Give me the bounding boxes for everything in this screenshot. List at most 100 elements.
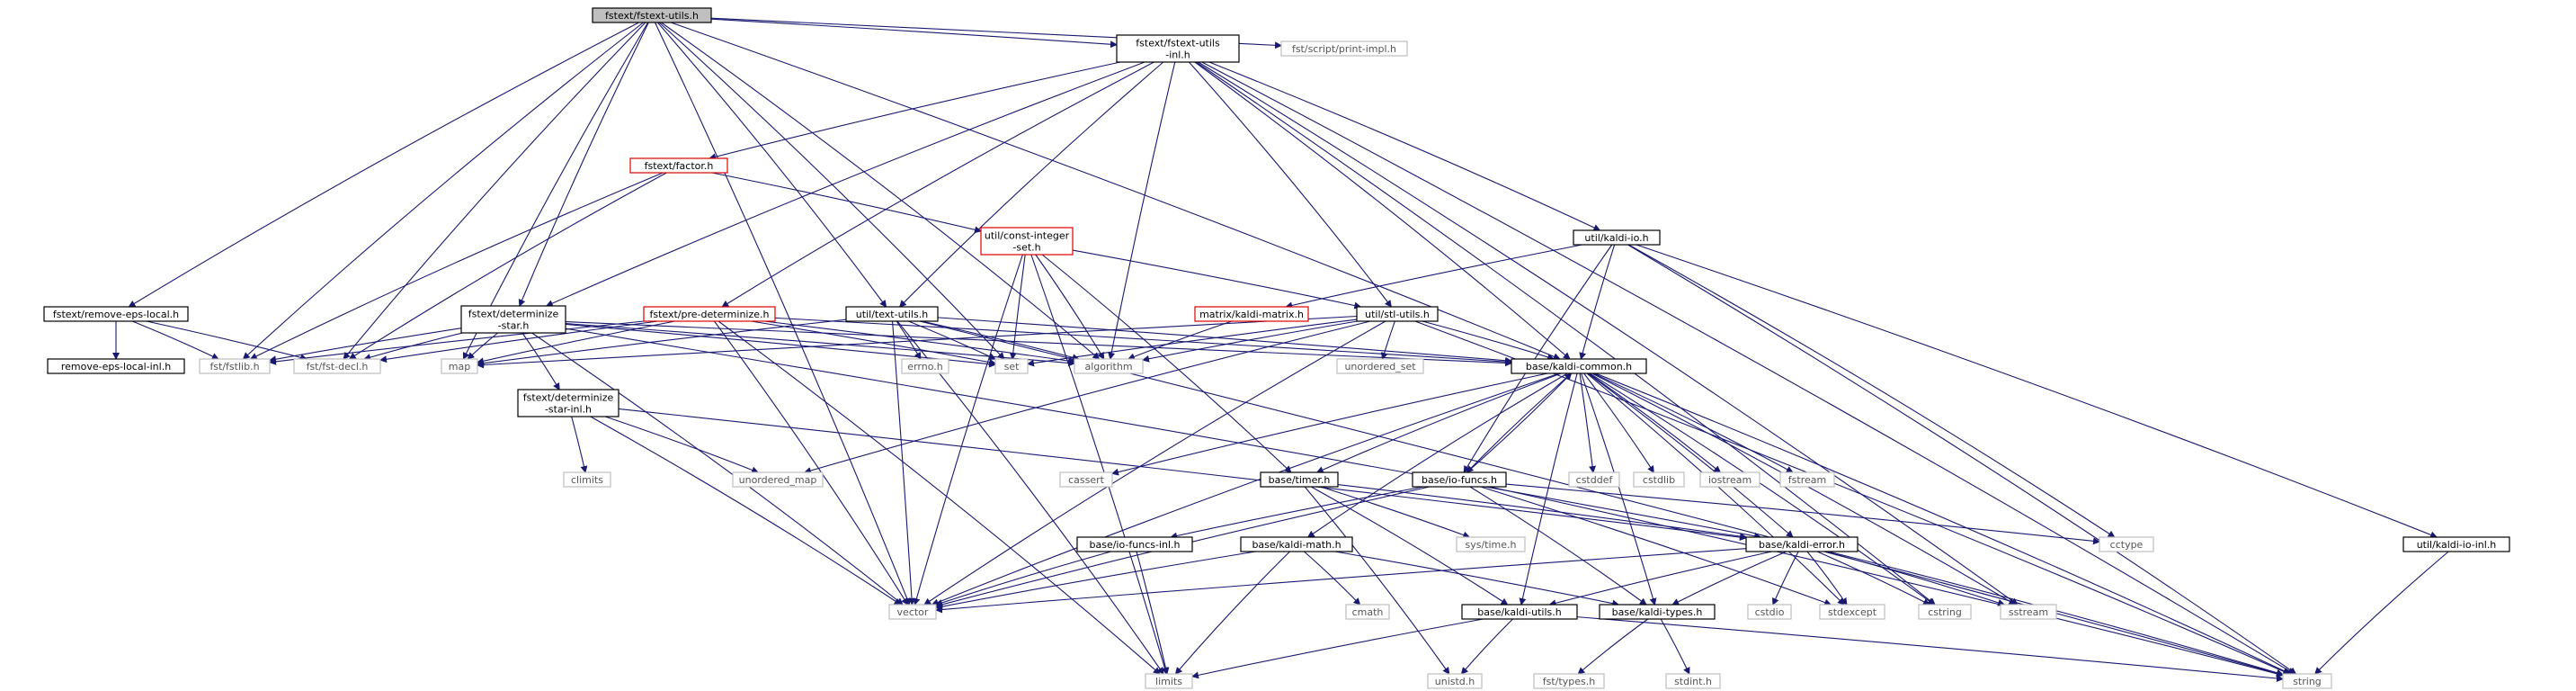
node-timer[interactable]: base/timer.h (1260, 471, 1339, 488)
node-box (1456, 536, 1526, 552)
node-box (1779, 471, 1835, 488)
edge-kaldi_common-to-kaldi_math (1306, 372, 1568, 538)
node-box (1461, 604, 1578, 620)
node-box (1918, 604, 1972, 620)
node-label: fstext/determinize (523, 392, 614, 404)
edge-fstext_utils_inl-to-factor (709, 61, 1121, 161)
edge-determinize_star_inl-to-vector (590, 416, 902, 606)
edge-kaldi_common-to-cassert (1111, 372, 1548, 476)
node-fstext-utils-inl[interactable]: fstext/fstext-utils-inl.h (1116, 34, 1240, 63)
node-sstream: sstream (2000, 604, 2057, 620)
node-kaldi-common[interactable]: base/kaldi-common.h (1511, 358, 1647, 374)
edge-pre_determinize-to-algorithm (764, 320, 1075, 365)
node-label: base/kaldi-error.h (1759, 539, 1845, 551)
edge-pre_determinize-to-kaldi_common (774, 317, 1512, 366)
node-box (43, 306, 189, 322)
node-pre-determinize[interactable]: fstext/pre-determinize.h (643, 306, 776, 322)
edge-root-to-text_utils (657, 22, 887, 308)
edge-timer-to-unistd (1304, 486, 1450, 675)
node-label: fst/fstlib.h (209, 361, 259, 372)
edge-text_utils-to-algorithm (922, 320, 1080, 362)
node-label: cstdio (1755, 606, 1785, 618)
node-kaldi-io[interactable]: util/kaldi-io.h (1573, 229, 1661, 246)
node-cmath: cmath (1345, 604, 1390, 620)
node-box (1819, 604, 1885, 620)
node-io-funcs-inl[interactable]: base/io-funcs-inl.h (1076, 536, 1193, 552)
node-label: fstext/factor.h (645, 160, 714, 172)
node-cctype: cctype (2099, 536, 2154, 552)
node-text-utils[interactable]: util/text-utils.h (845, 306, 939, 322)
edge-root-to-algorithm (661, 22, 1101, 360)
edge-fstext_utils_inl-to-algorithm (1108, 61, 1176, 360)
node-box (845, 306, 939, 322)
node-box (1412, 471, 1507, 488)
node-factor[interactable]: fstext/factor.h (629, 157, 728, 174)
node-label: fst/types.h (1543, 676, 1595, 687)
edge-remove_eps_local-to-fst_decl (146, 320, 308, 362)
node-label: -star-inl.h (545, 404, 592, 416)
node-stl-utils[interactable]: util/stl-utils.h (1356, 306, 1439, 322)
node-box (563, 471, 611, 488)
node-label: util/const-integer (985, 230, 1070, 242)
node-io-funcs[interactable]: base/io-funcs.h (1412, 471, 1507, 488)
edge-kaldi_io-to-string (1627, 244, 2297, 675)
edge-text_utils-to-string (919, 320, 2284, 678)
node-kaldi-io-inl[interactable]: util/kaldi-io-inl.h (2402, 536, 2510, 552)
node-determinize-star-inl[interactable]: fstext/determinize-star-inl.h (517, 389, 619, 417)
node-label: stdexcept (1828, 606, 1877, 618)
edge-const_int-to-timer (1041, 254, 1292, 473)
node-label: climits (571, 474, 603, 486)
edge-stl_utils-to-unordered_map (803, 320, 1371, 474)
node-box (980, 227, 1074, 256)
node-box (592, 7, 712, 23)
node-remove-eps-local-inl[interactable]: remove-eps-local-inl.h (47, 358, 185, 374)
edge-fstext_utils_inl-to-determinize_star (545, 61, 1145, 307)
node-box (1745, 536, 1858, 552)
node-label: algorithm (1084, 361, 1132, 372)
edge-kaldi_io-to-kaldi_common (1579, 244, 1616, 360)
node-box (2000, 604, 2057, 620)
node-fstlib: fst/fstlib.h (199, 358, 271, 374)
edge-kaldi_error-to-vector (935, 548, 1747, 614)
edge-stl_utils-to-vector (923, 320, 1386, 606)
node-box (2282, 673, 2332, 689)
node-box (460, 305, 566, 334)
edge-stl_utils-to-set (1027, 319, 1358, 367)
node-box (629, 157, 728, 174)
node-climits: climits (563, 471, 611, 488)
node-box (1059, 471, 1113, 488)
node-kaldi-types[interactable]: base/kaldi-types.h (1599, 604, 1716, 620)
node-print-impl: fst/script/print-impl.h (1280, 40, 1408, 57)
node-box (1633, 471, 1685, 488)
edge-kaldi_common-to-kaldi_error (1587, 372, 1794, 538)
edge-pre_determinize-to-vector (714, 320, 909, 606)
edge-kaldi_io-to-cctype (1628, 244, 2116, 538)
node-remove-eps-local[interactable]: fstext/remove-eps-local.h (43, 306, 189, 322)
node-root[interactable]: fstext/fstext-utils.h (592, 7, 712, 23)
node-box (1427, 673, 1483, 689)
node-kaldi-error[interactable]: base/kaldi-error.h (1745, 536, 1858, 552)
edge-factor-to-fst_decl (348, 172, 667, 360)
node-kaldi-math[interactable]: base/kaldi-math.h (1240, 536, 1353, 552)
node-kaldi-matrix[interactable]: matrix/kaldi-matrix.h (1194, 306, 1309, 322)
edge-kaldi_common-to-cstddef (1579, 372, 1597, 473)
node-determinize-star[interactable]: fstext/determinize-star.h (460, 305, 566, 334)
node-box (1280, 40, 1408, 57)
edge-kaldi_error-to-kaldi_types (1671, 551, 1787, 606)
node-label: stdint.h (1674, 676, 1712, 687)
edge-text_utils-to-map (477, 319, 847, 367)
edge-kaldi_common-to-string (1595, 372, 2292, 675)
edge-kaldi_math-to-cmath (1304, 551, 1361, 606)
edge-root-to-fstext_utils_inl (710, 18, 1118, 49)
node-const-int[interactable]: util/const-integer-set.h (980, 227, 1074, 256)
node-cstring: cstring (1918, 604, 1972, 620)
node-errno: errno.h (901, 358, 949, 374)
edge-factor-to-const_int (711, 172, 982, 234)
edge-text_utils-to-vector (892, 320, 915, 606)
node-kaldi-utils[interactable]: base/kaldi-utils.h (1461, 604, 1578, 620)
node-label: base/timer.h (1269, 474, 1331, 486)
node-map: map (441, 358, 478, 374)
edge-kaldi_common-to-stdexcept (1586, 372, 1845, 606)
edge-fstext_utils_inl-to-text_utils (898, 61, 1164, 308)
